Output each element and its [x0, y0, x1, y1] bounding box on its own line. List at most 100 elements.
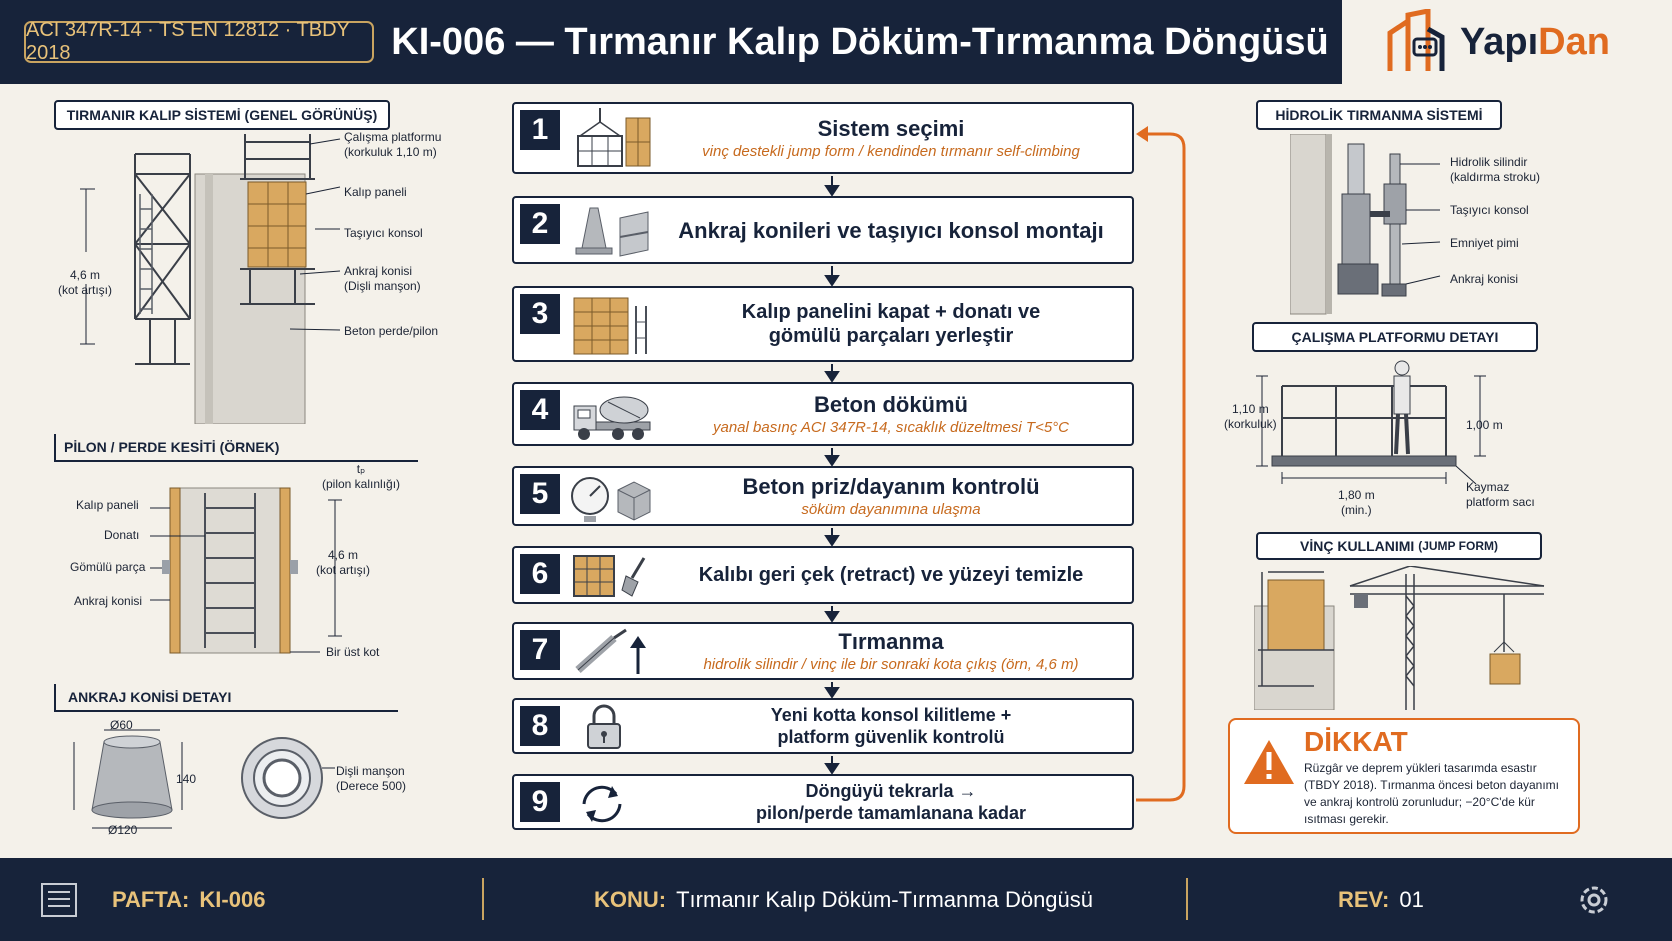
sv-height-note: 4,6 m(kot artışı) [316, 548, 371, 577]
warning-title: DİKKAT [1304, 726, 1408, 757]
hy-cyl-note: Hidrolik silindir(kaldırma stroku) [1450, 155, 1541, 184]
cone-detail-label: ANKRAJ KONİSİ DETAYI [68, 689, 232, 705]
sv-embed-note: Gömülü parça [70, 560, 146, 574]
step-title: Yeni kotta konsol kilitleme + [770, 705, 1012, 725]
hy-cone-note: Ankraj konisi [1450, 272, 1519, 286]
section-view-tick [54, 434, 56, 462]
hydraulic-label: HİDROLİK TIRMANMA SİSTEMİ [1256, 100, 1502, 130]
step-6: 6 Kalıbı geri çek (retract) ve yüzeyi te… [512, 546, 1134, 604]
footer: PAFTA:KI-006 KONU:Tırmanır Kalıp Döküm-T… [0, 858, 1672, 941]
section-view-drawing [150, 487, 342, 654]
sheet-number: PAFTA:KI-006 [112, 886, 266, 912]
step-number: 4 [520, 390, 560, 430]
platform-detail-drawing [1256, 360, 1486, 485]
pf-width-note: 1,80 m(min.) [1338, 488, 1375, 517]
page-title: KI-006 — Tırmanır Kalıp Döküm-Tırmanma D… [391, 20, 1329, 63]
step-title: Beton priz/dayanım kontrolü [742, 474, 1040, 499]
standards-badge: ACI 347R-14 · TS EN 12812 · TBDY 2018 [24, 19, 374, 64]
pf-rail-note: 1,10 m(korkuluk) [1224, 402, 1277, 431]
step-1: 1 Sistem seçimi vinç destekli jump form … [512, 102, 1134, 174]
sv-tp-note: tₚ(pilon kalınlığı) [322, 462, 401, 491]
step-title-line2: platform güvenlik kontrolü [777, 727, 1005, 747]
step-title: Beton dökümü [814, 392, 968, 417]
step-number: 9 [520, 782, 560, 822]
gv-console-note: Taşıyıcı konsol [344, 226, 423, 240]
loop-back-arrow [1136, 132, 1186, 802]
step-5: 5 Beton priz/dayanım kontrolü söküm daya… [512, 466, 1134, 526]
step-2: 2 Ankraj konileri ve taşıyıcı konsol mon… [512, 196, 1134, 264]
hy-console-note: Taşıyıcı konsol [1450, 203, 1529, 217]
sheet-list-icon [41, 883, 77, 917]
step-subtitle: söküm dayanımına ulaşma [801, 501, 981, 518]
header: ACI 347R-14 · TS EN 12812 · TBDY 2018 KI… [0, 0, 1672, 84]
gv-panel-note: Kalıp paneli [344, 185, 407, 199]
step-title: Tırmanma [838, 629, 944, 654]
footer-separator [1186, 878, 1188, 920]
gauge-cube-icon [571, 477, 651, 522]
pf-height-note: 1,00 m [1466, 418, 1503, 432]
warning-text: Rüzgâr ve deprem yükleri tasarımda esast… [1304, 761, 1560, 826]
repeat-cycle-icon [582, 785, 622, 823]
general-view-drawing [80, 134, 341, 424]
step-subtitle: hidrolik silindir / vinç ile bir sonraki… [703, 656, 1079, 673]
warning-box: DİKKAT Rüzgâr ve deprem yükleri tasarımd… [1228, 718, 1580, 834]
sv-next-note: Bir üst kot [326, 645, 380, 659]
sv-panel-note: Kalıp paneli [76, 498, 139, 512]
platform-detail-label: ÇALIŞMA PLATFORMU DETAYI [1252, 322, 1538, 352]
step-number: 8 [520, 706, 560, 746]
cone-bottom-dia: Ø120 [108, 823, 138, 837]
step-title: Kalıbı geri çek (retract) ve yüzeyi temi… [698, 564, 1084, 586]
step-number: 3 [520, 294, 560, 334]
gv-wall-note: Beton perde/pilon [344, 324, 439, 338]
crane-usage-label: VİNÇ KULLANIMI (JUMP FORM) [1256, 532, 1542, 560]
building-logo-icon [1387, 9, 1445, 71]
step-title: Döngüyü tekrarla → [805, 781, 977, 801]
step-title: Kalıp panelini kapat + donatı ve [741, 301, 1041, 323]
panel-brush-icon [573, 555, 646, 597]
hydraulic-cylinder-icon [575, 628, 646, 674]
step-number: 5 [520, 474, 560, 514]
anchor-cone-icon [575, 207, 649, 257]
step-subtitle: yanal basınç ACI 347R-14, sıcaklık düzel… [712, 419, 1069, 436]
sv-cone-note: Ankraj konisi [74, 594, 143, 608]
footer-separator [482, 878, 484, 920]
step-7: 7 Tırmanma hidrolik silindir / vinç ile … [512, 622, 1134, 680]
step-9: 9 Döngüyü tekrarla → pilon/perde tamamla… [512, 774, 1134, 830]
section-view-underline [54, 460, 418, 462]
sheet-topic: KONU:Tırmanır Kalıp Döküm-Tırmanma Döngü… [594, 886, 1094, 912]
step-title-line2: gömülü parçaları yerleştir [768, 325, 1014, 347]
hy-pin-note: Emniyet pimi [1450, 236, 1519, 250]
logo: YapıDan [1342, 0, 1672, 84]
hydraulic-drawing [1290, 134, 1441, 315]
formwork-panel-icon [573, 297, 647, 355]
cone-detail-tick [54, 684, 56, 712]
warning-triangle-icon [1244, 740, 1294, 784]
step-number: 1 [520, 110, 560, 150]
gv-cone-note: Ankraj konisi(Dişli manşon) [344, 264, 421, 293]
crane-drawing [1254, 566, 1545, 710]
cone-height: 140 [176, 772, 197, 786]
step-subtitle: vinç destekli jump form / kendinden tırm… [702, 143, 1080, 160]
gv-height-note: 4,6 m(kot artışı) [58, 268, 113, 297]
cone-detail-underline [54, 710, 398, 712]
gear-icon[interactable] [1574, 880, 1614, 920]
step-title: Sistem seçimi [817, 116, 965, 141]
step-number: 7 [520, 630, 560, 670]
general-view-label: TIRMANIR KALIP SİSTEMİ (GENEL GÖRÜNÜŞ) [54, 100, 390, 130]
step-title: Ankraj konileri ve taşıyıcı konsol monta… [678, 217, 1104, 243]
cone-detail-drawing [73, 729, 335, 829]
step-number: 2 [520, 204, 560, 244]
step-8: 8 Yeni kotta konsol kilitleme + platform… [512, 698, 1134, 754]
crane-hook-icon [577, 108, 651, 167]
step-3: 3 Kalıp panelini kapat + donatı ve gömül… [512, 286, 1134, 362]
concrete-mixer-icon [573, 396, 651, 440]
gv-platform-note: Çalışma platformu(korkuluk 1,10 m) [344, 130, 442, 159]
cone-top-dia: Ø60 [110, 718, 133, 732]
step-number: 6 [520, 554, 560, 594]
cone-sleeve-note: Dişli manşon(Derece 500) [336, 764, 407, 793]
step-title-line2: pilon/perde tamamlanana kadar [755, 803, 1027, 823]
step-4: 4 Beton dökümü yanal basınç ACI 347R-14,… [512, 382, 1134, 446]
sv-rebar-note: Donatı [104, 528, 140, 542]
section-view-label: PİLON / PERDE KESİTİ (ÖRNEK) [64, 439, 280, 455]
